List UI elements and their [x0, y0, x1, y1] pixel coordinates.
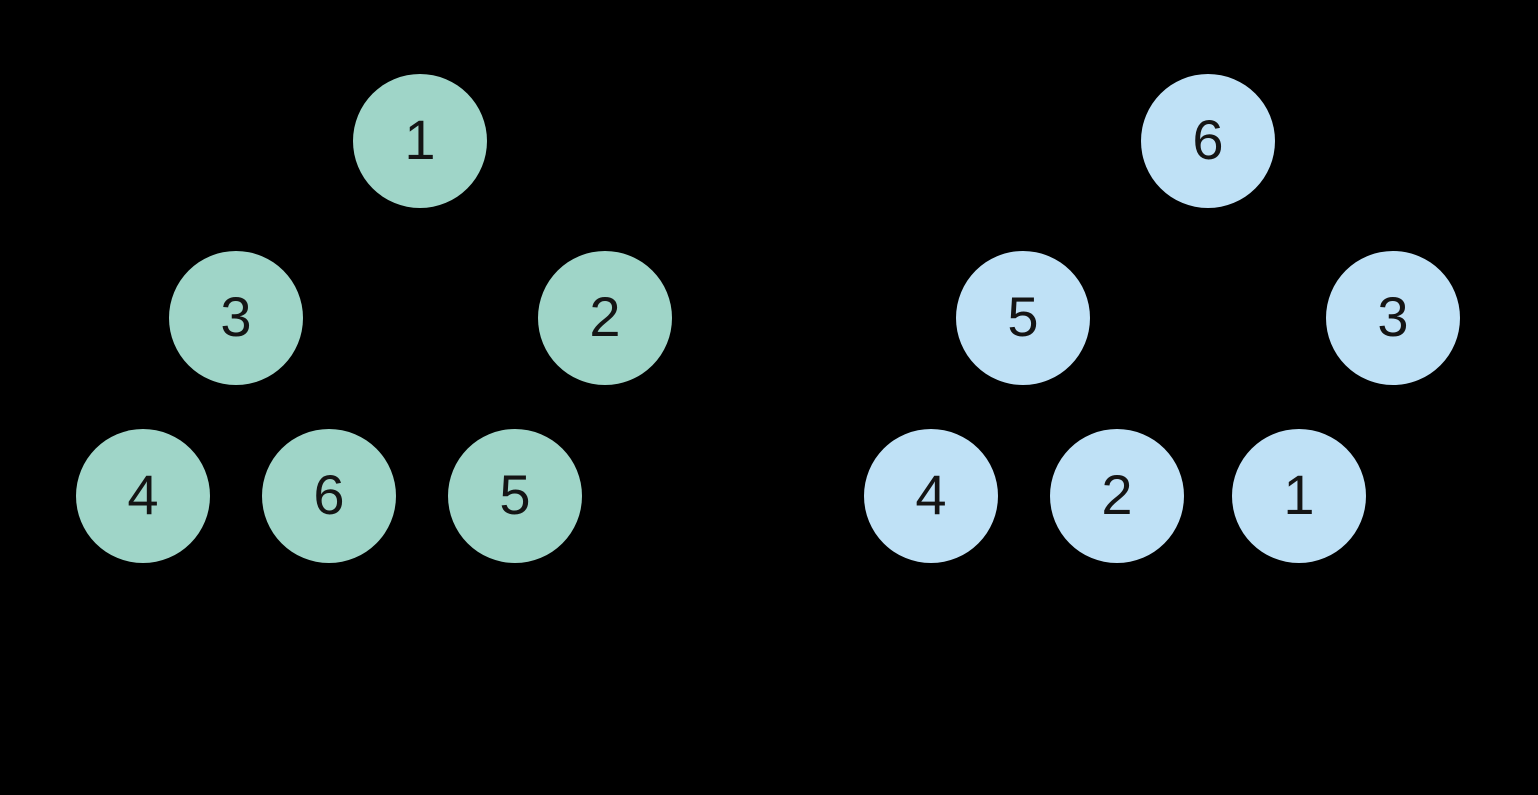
- tree-node-label: 6: [313, 463, 345, 526]
- tree-node-label: 5: [499, 463, 531, 526]
- tree-node[interactable]: 6: [1141, 74, 1275, 208]
- tree-node[interactable]: 2: [1050, 429, 1184, 563]
- tree-node-label: 4: [127, 463, 159, 526]
- tree-node[interactable]: 2: [538, 251, 672, 385]
- tree-node[interactable]: 1: [1232, 429, 1366, 563]
- tree-node[interactable]: 4: [76, 429, 210, 563]
- tree-node[interactable]: 1: [353, 74, 487, 208]
- tree-node-label: 2: [1101, 463, 1133, 526]
- tree-node-label: 3: [1377, 285, 1409, 348]
- tree-node-label: 1: [1283, 463, 1315, 526]
- tree-node-label: 2: [589, 285, 621, 348]
- tree-node[interactable]: 4: [864, 429, 998, 563]
- tree-node-label: 1: [404, 108, 436, 171]
- tree-node[interactable]: 5: [956, 251, 1090, 385]
- tree-node-label: 5: [1007, 285, 1039, 348]
- tree-node[interactable]: 5: [448, 429, 582, 563]
- tree-node-label: 3: [220, 285, 252, 348]
- tree-node-label: 4: [915, 463, 947, 526]
- tree-node[interactable]: 3: [1326, 251, 1460, 385]
- tree-node[interactable]: 3: [169, 251, 303, 385]
- tree-node-label: 6: [1192, 108, 1224, 171]
- tree-node[interactable]: 6: [262, 429, 396, 563]
